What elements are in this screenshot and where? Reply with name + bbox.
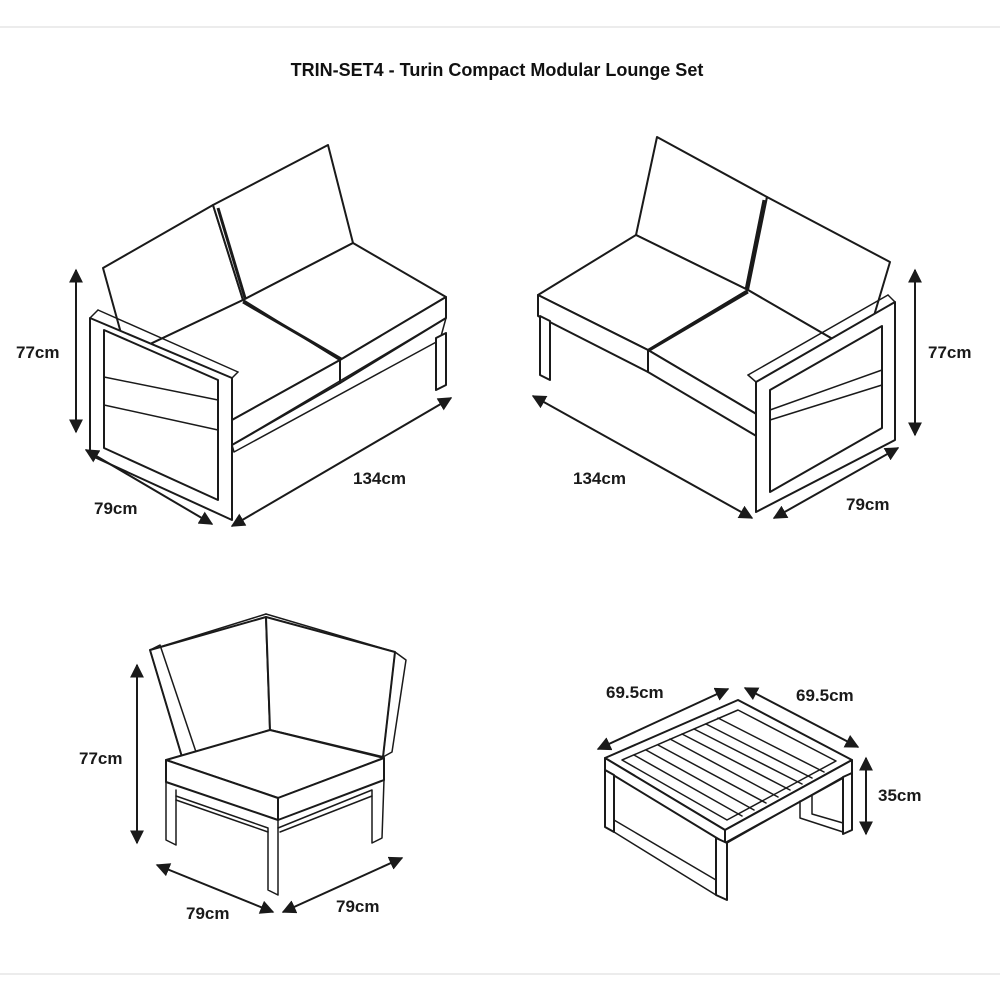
- coffee-table-height-label: 35cm: [878, 786, 921, 805]
- coffee-table-leg-front: [715, 837, 728, 901]
- coffee-table: [604, 699, 853, 901]
- sofa-left: [89, 144, 447, 521]
- coffee-table-length-left-dim: [596, 687, 730, 751]
- coffee-table-top: [604, 699, 853, 831]
- sofa-left-depth-label: 79cm: [94, 499, 137, 518]
- sofa-right-width-dim: [531, 395, 754, 519]
- sofa-right-depth-label: 79cm: [846, 495, 889, 514]
- coffee-table-leg-right: [842, 772, 853, 835]
- corner-chair-depth-left-label: 79cm: [186, 904, 229, 923]
- sofa-right-leg-left: [539, 315, 551, 381]
- sofa-right-height-label: 77cm: [928, 343, 971, 362]
- coffee-table-length-left-label: 69.5cm: [606, 683, 664, 702]
- sofa-left-depth-dim: [84, 449, 214, 525]
- sofa-left-width-label: 134cm: [353, 469, 406, 488]
- corner-chair-depth-left-dim: [155, 863, 275, 914]
- sofa-left-height-label: 77cm: [16, 343, 59, 362]
- corner-chair: [149, 613, 407, 896]
- corner-chair-depth-right-dim: [281, 856, 404, 914]
- sofa-left-leg-right: [435, 332, 447, 391]
- sofa-right-width-label: 134cm: [573, 469, 626, 488]
- coffee-table-length-right-label: 69.5cm: [796, 686, 854, 705]
- corner-chair-height-label: 77cm: [79, 749, 122, 768]
- sheet-title: TRIN-SET4 - Turin Compact Modular Lounge…: [291, 60, 704, 80]
- sofa-right: [537, 136, 896, 513]
- coffee-table-length-right-dim: [743, 687, 860, 748]
- sofa-left-width-dim: [230, 397, 453, 527]
- coffee-table-leg-left: [604, 769, 615, 833]
- corner-chair-depth-right-label: 79cm: [336, 897, 379, 916]
- sofa-right-depth-dim: [772, 447, 900, 519]
